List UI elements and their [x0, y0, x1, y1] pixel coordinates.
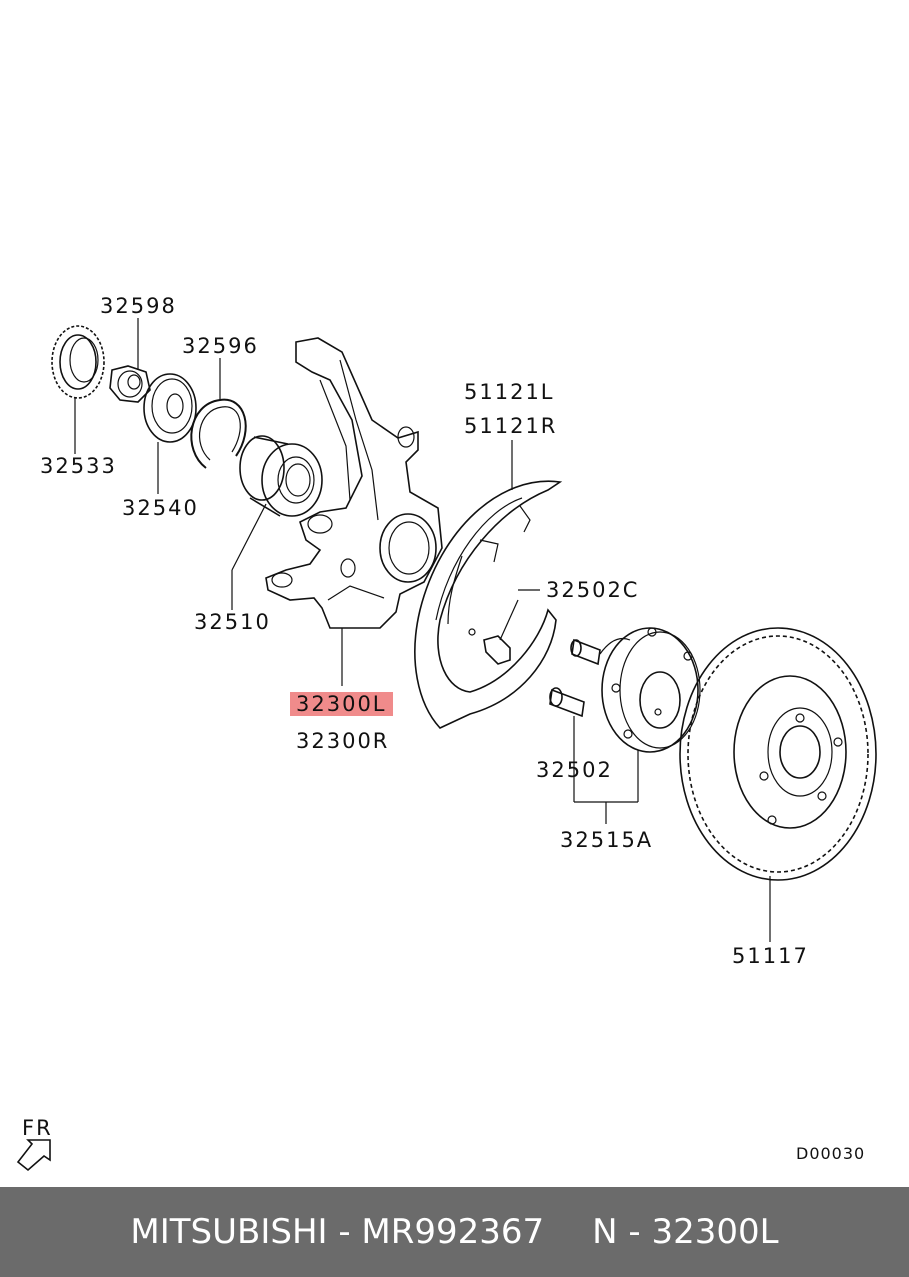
wheel-hub-32515a	[599, 627, 701, 753]
abs-rotor-ring-32533	[51, 325, 105, 399]
front-direction-arrow-icon	[16, 1139, 51, 1172]
footer-bar: MITSUBISHI - MR992367 N - 32300L	[0, 1187, 909, 1277]
hub-bolt-32502	[549, 638, 601, 718]
direction-label: FR	[22, 1116, 53, 1140]
part-label-32533: 32533	[40, 454, 117, 478]
wheel-bearing-32510	[239, 435, 323, 517]
part-label-32502: 32502	[536, 758, 613, 782]
dust-seal-32540	[143, 373, 197, 443]
bolt-32502c	[483, 599, 519, 665]
part-label-32515a: 32515A	[560, 828, 654, 852]
part-label-32502c: 32502C	[546, 578, 640, 602]
snap-ring-32596	[190, 398, 247, 469]
part-label-51121l: 51121L	[464, 380, 555, 404]
hub-nut-32598	[109, 365, 151, 403]
steering-knuckle-32300	[265, 337, 443, 629]
exploded-parts-diagram	[16, 318, 877, 1172]
part-label-32598: 32598	[100, 294, 177, 318]
part-label-51121r: 51121R	[464, 414, 558, 438]
footer-ref: N - 32300L	[592, 1212, 779, 1252]
leader-lines	[74, 318, 771, 942]
footer-brand-part: MITSUBISHI - MR992367	[130, 1212, 545, 1252]
dust-shield-51121	[414, 480, 563, 729]
part-label-51117: 51117	[732, 944, 809, 968]
diagram-code: D00030	[796, 1144, 866, 1163]
brake-disc-51117	[679, 627, 877, 881]
part-label-32510: 32510	[194, 610, 271, 634]
part-label-32300r: 32300R	[296, 729, 390, 753]
part-label-32540: 32540	[122, 496, 199, 520]
part-label-32300l-highlighted: 32300L	[290, 692, 393, 716]
part-label-32596: 32596	[182, 334, 259, 358]
